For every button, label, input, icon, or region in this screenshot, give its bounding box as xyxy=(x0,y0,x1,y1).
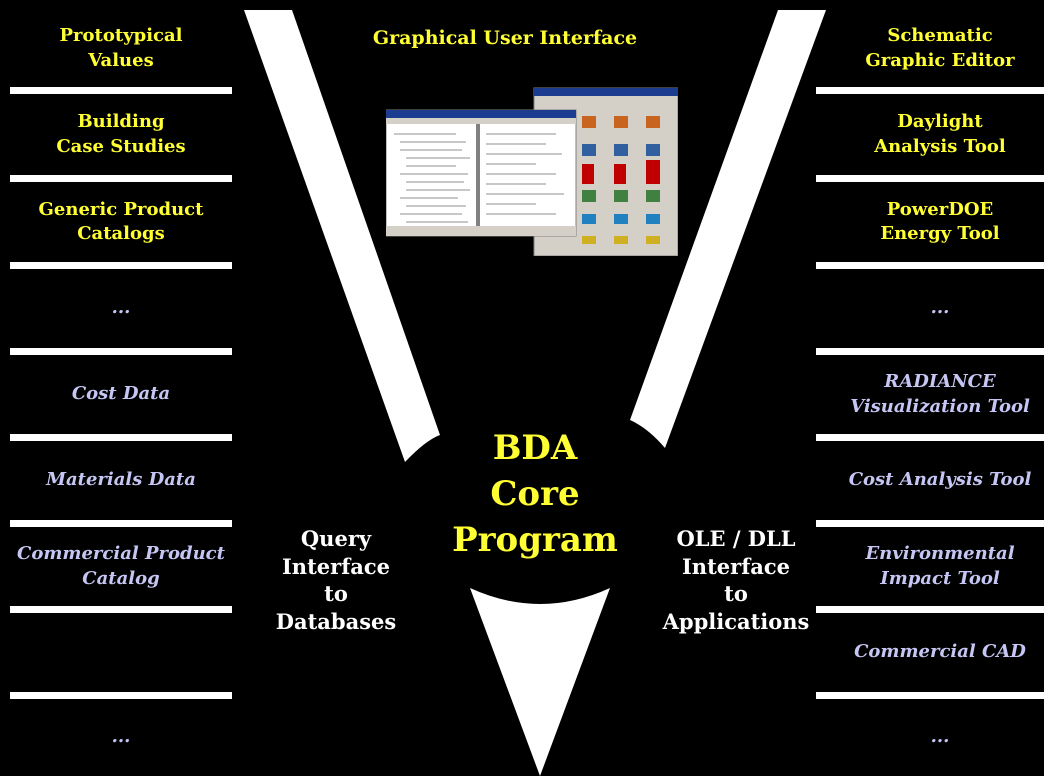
database-cost-data: Cost Data xyxy=(71,383,171,405)
left-column-separators xyxy=(10,87,232,699)
right-funnel-band xyxy=(630,10,826,448)
database-building-case-studies: Building Case Studies xyxy=(56,111,186,157)
database-empty-slot xyxy=(10,613,232,692)
right-separator-5 xyxy=(816,434,1044,441)
app-radiance-visualization-tool: RADIANCE Visualization Tool xyxy=(850,371,1030,417)
app-cost-analysis-tool: Cost Analysis Tool xyxy=(848,469,1032,491)
database-generic-product-catalogs: Generic Product Catalogs xyxy=(38,198,204,244)
right-separator-2 xyxy=(816,175,1044,182)
database-ellipsis-2: ... xyxy=(111,726,131,748)
app-schematic-graphic-editor: Schematic Graphic Editor xyxy=(865,25,1015,71)
left-separator-2 xyxy=(10,175,232,182)
right-column-separators xyxy=(816,87,1044,699)
right-separator-7 xyxy=(816,606,1044,613)
right-separator-6 xyxy=(816,520,1044,527)
query-interface-label: Query Interface to Databases xyxy=(275,526,397,635)
left-separator-1 xyxy=(10,87,232,94)
gui-screenshot-image xyxy=(386,87,678,256)
left-separator-3 xyxy=(10,262,232,269)
left-separator-6 xyxy=(10,520,232,527)
core-output-arrow xyxy=(470,588,610,776)
database-commercial-product-catalog: Commercial Product Catalog xyxy=(17,543,225,589)
left-separator-7 xyxy=(10,606,232,613)
left-separator-8 xyxy=(10,692,232,699)
database-ellipsis-1: ... xyxy=(111,297,131,319)
database-materials-data: Materials Data xyxy=(46,469,196,491)
gui-title: Graphical User Interface xyxy=(372,27,638,49)
app-environmental-impact-tool: Environmental Impact Tool xyxy=(865,543,1015,589)
left-funnel-band xyxy=(244,10,440,462)
core-program-label: BDA Core Program xyxy=(452,428,618,560)
app-daylight-analysis-tool: Daylight Analysis Tool xyxy=(874,111,1006,157)
right-separator-8 xyxy=(816,692,1044,699)
app-ellipsis-1: ... xyxy=(930,297,950,319)
application-interface-label: OLE / DLL Interface to Applications xyxy=(662,526,810,635)
right-separator-4 xyxy=(816,348,1044,355)
app-ellipsis-2: ... xyxy=(930,726,950,748)
database-prototypical-values: Prototypical Values xyxy=(59,25,183,71)
left-separator-4 xyxy=(10,348,232,355)
right-separator-1 xyxy=(816,87,1044,94)
right-separator-3 xyxy=(816,262,1044,269)
app-powerdoe-energy-tool: PowerDOE Energy Tool xyxy=(880,198,1000,244)
app-commercial-cad: Commercial CAD xyxy=(854,641,1026,663)
left-separator-5 xyxy=(10,434,232,441)
